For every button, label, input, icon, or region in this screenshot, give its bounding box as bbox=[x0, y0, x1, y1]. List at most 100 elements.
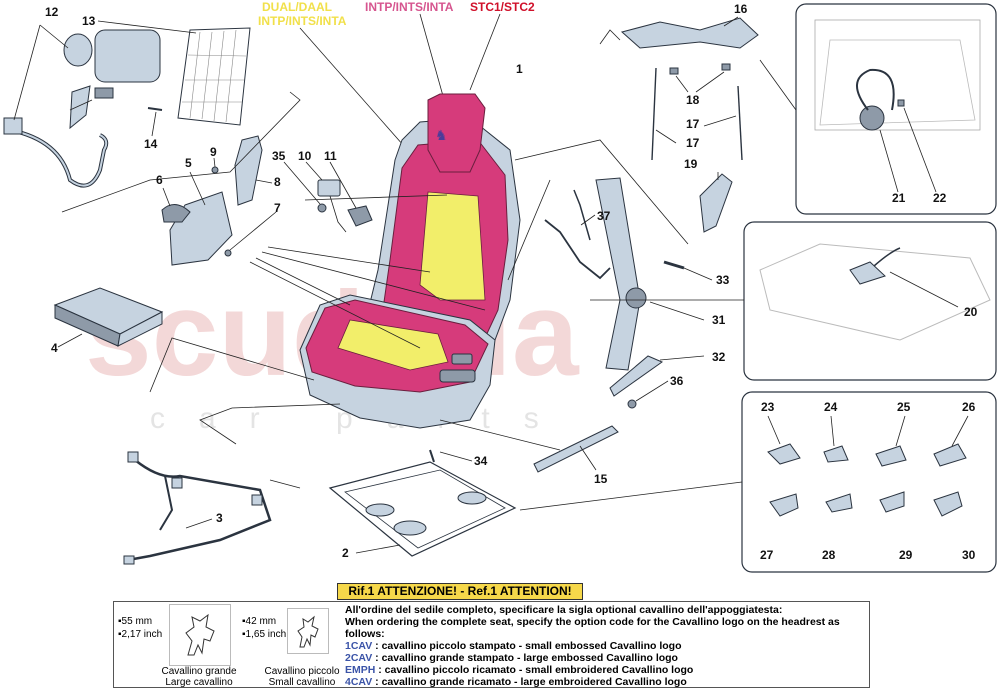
callout-7: 7 bbox=[274, 201, 281, 215]
callout-37: 37 bbox=[597, 209, 611, 223]
part-4-control-unit bbox=[53, 287, 164, 348]
callout-30: 30 bbox=[962, 548, 976, 562]
option-row: EMPH : cavallino piccolo ricamato - smal… bbox=[345, 664, 865, 676]
big-logo-dim-mm: ▪55 mm bbox=[118, 616, 153, 627]
part-15-rail-trim bbox=[533, 425, 619, 473]
callout-3: 3 bbox=[216, 511, 223, 525]
option-desc: : cavallino grande ricamato - large embr… bbox=[372, 676, 687, 688]
callout-21: 21 bbox=[892, 191, 906, 205]
callout-34: 34 bbox=[474, 454, 488, 468]
attention-note: ▪55 mm ▪2,17 inch Cavallino grande Large… bbox=[113, 601, 870, 688]
part-7-screw bbox=[224, 211, 277, 257]
callout-11: 11 bbox=[324, 149, 337, 163]
small-logo-dim-mm: ▪42 mm bbox=[242, 616, 277, 627]
inset-21-22 bbox=[795, 3, 997, 215]
callout-2: 2 bbox=[342, 546, 349, 560]
part-37-cable bbox=[544, 189, 611, 280]
callout-15: 15 bbox=[594, 472, 608, 486]
callout-33: 33 bbox=[716, 273, 730, 287]
callout-29: 29 bbox=[899, 548, 913, 562]
callout-17a: 17 bbox=[686, 136, 700, 150]
callout-28: 28 bbox=[822, 548, 836, 562]
callout-16: 16 bbox=[734, 2, 748, 16]
callout-24: 24 bbox=[824, 400, 838, 414]
label-dual: DUAL/DAAL bbox=[262, 0, 332, 14]
part-34-bolt bbox=[429, 449, 473, 463]
part-31-seat-belt bbox=[595, 177, 705, 371]
part-16-headrest-bracket bbox=[620, 16, 759, 49]
callout-19: 19 bbox=[684, 157, 698, 171]
callout-17b: 17 bbox=[686, 117, 700, 131]
callout-32: 32 bbox=[712, 350, 726, 364]
callout-18: 18 bbox=[686, 93, 700, 107]
option-row: 1CAV : cavallino piccolo stampato - smal… bbox=[345, 640, 865, 652]
option-row: 4CAV : cavallino grande ricamato - large… bbox=[345, 676, 865, 688]
callout-27: 27 bbox=[760, 548, 774, 562]
callout-26: 26 bbox=[962, 400, 976, 414]
callout-35: 35 bbox=[272, 149, 286, 163]
option-code: 1CAV bbox=[345, 640, 373, 652]
part-19-actuator bbox=[699, 172, 733, 233]
ordering-instructions: All'ordine del sedile completo, specific… bbox=[345, 604, 865, 688]
option-row: 2CAV : cavallino grande stampato - large… bbox=[345, 652, 865, 664]
small-logo-dim-inch: ▪1,65 inch bbox=[242, 629, 287, 640]
label-intp-pink: INTP/INTS/INTA bbox=[365, 0, 454, 14]
part-35-bolt bbox=[283, 161, 327, 213]
attention-banner: Rif.1 ATTENZIONE! - Ref.1 ATTENTION! bbox=[337, 583, 583, 600]
instruction-english: When ordering the complete seat, specify… bbox=[345, 616, 840, 640]
part-13-headrest-module bbox=[63, 29, 161, 130]
part-11-cover bbox=[329, 161, 373, 227]
part-14-screw bbox=[147, 107, 163, 137]
inset-23-30 bbox=[741, 391, 997, 573]
option-desc: : cavallino piccolo ricamato - small emb… bbox=[375, 664, 694, 676]
callout-20: 20 bbox=[964, 305, 978, 319]
bracket-lines bbox=[61, 29, 689, 489]
prancing-horse-icon bbox=[297, 615, 319, 648]
part-13-cover bbox=[97, 20, 251, 126]
callout-25: 25 bbox=[897, 400, 911, 414]
instruction-italian: All'ordine del sedile completo, specific… bbox=[345, 604, 783, 616]
part-2-seat-frame bbox=[328, 461, 517, 557]
large-cavallino-logo bbox=[169, 604, 231, 666]
part-17-cable-left bbox=[651, 67, 677, 161]
callout-12: 12 bbox=[45, 5, 59, 19]
part-8-trim bbox=[234, 135, 273, 206]
part-10-buckle bbox=[305, 161, 347, 233]
seat-assembly: ♞ bbox=[299, 93, 521, 429]
option-code: 4CAV bbox=[345, 676, 373, 688]
small-cavallino-logo bbox=[287, 608, 329, 654]
callout-4: 4 bbox=[51, 341, 58, 355]
part-6-cover bbox=[161, 187, 191, 223]
part-36-bolt bbox=[627, 380, 669, 409]
option-desc: : cavallino piccolo stampato - small emb… bbox=[372, 640, 682, 652]
callout-8: 8 bbox=[274, 175, 281, 189]
inset-connectors bbox=[519, 59, 797, 511]
seat-leaders bbox=[249, 194, 486, 349]
callout-6: 6 bbox=[156, 173, 163, 187]
big-logo-caption-it: Cavallino grande bbox=[161, 666, 237, 677]
part-12-harness bbox=[3, 24, 109, 188]
option-code: EMPH bbox=[345, 664, 376, 676]
big-logo-dim-inch: ▪2,17 inch bbox=[118, 629, 163, 640]
callout-5: 5 bbox=[185, 156, 192, 170]
small-logo-caption-it: Cavallino piccolo bbox=[264, 666, 340, 677]
callout-14: 14 bbox=[144, 137, 158, 151]
part-17-cable-right bbox=[703, 85, 743, 161]
part-3-wiring-harness bbox=[123, 451, 272, 565]
option-desc: : cavallino grande stampato - large embo… bbox=[372, 652, 678, 664]
option-code: 2CAV bbox=[345, 652, 373, 664]
big-logo-caption-en: Large cavallino bbox=[165, 677, 233, 688]
prancing-horse-icon bbox=[185, 613, 215, 656]
callout-22: 22 bbox=[933, 191, 947, 205]
small-logo-caption-en: Small cavallino bbox=[268, 677, 336, 688]
callout-numbers: 1 2 3 4 5 6 7 8 9 10 11 12 13 14 15 16 1… bbox=[45, 2, 978, 562]
callout-9: 9 bbox=[210, 145, 217, 159]
callout-31: 31 bbox=[712, 313, 726, 327]
callout-1: 1 bbox=[516, 62, 523, 76]
part-18-clips bbox=[669, 63, 731, 93]
callout-13: 13 bbox=[82, 14, 96, 28]
part-9-screw bbox=[211, 157, 219, 174]
label-stc: STC1/STC2 bbox=[470, 0, 535, 14]
part-32-anchor bbox=[609, 355, 705, 397]
